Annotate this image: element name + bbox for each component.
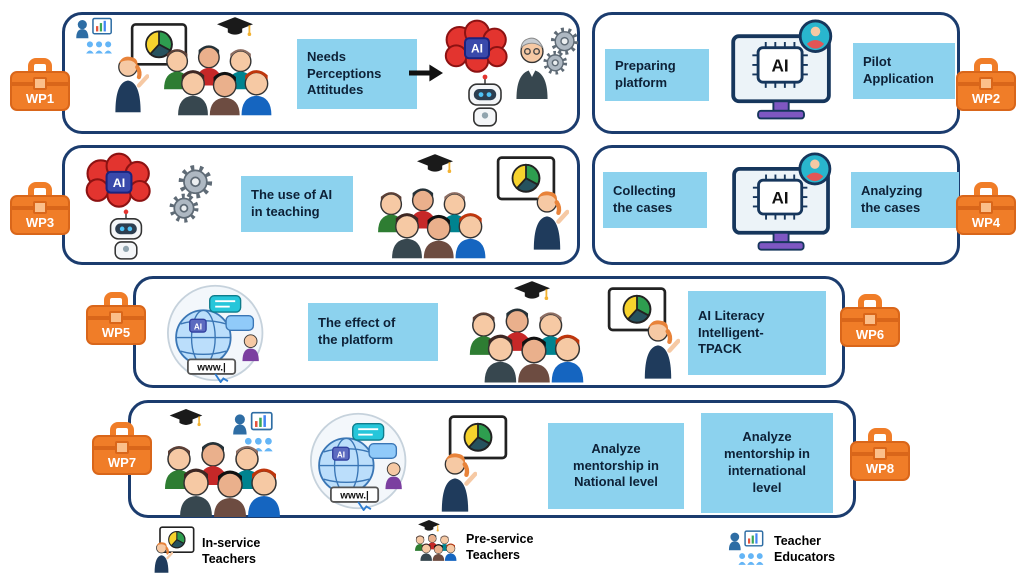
teachers-crowd-icon [151, 37, 291, 119]
briefcase-body: WP5 [86, 305, 146, 345]
briefcase-body: WP1 [10, 71, 70, 111]
presenter-icon [525, 188, 569, 250]
briefcase-handle [974, 58, 998, 71]
wp8-briefcase: WP8 [850, 428, 910, 481]
briefcase-handle [28, 58, 52, 71]
gears-icon [169, 164, 213, 226]
wp7-briefcase: WP7 [92, 422, 152, 475]
briefcase-body: WP3 [10, 195, 70, 235]
in-service-teachers-icon [153, 526, 195, 573]
teacher-educators-icon [728, 530, 765, 566]
robot-icon [101, 208, 151, 262]
panel-needs-assessment: Needs Perceptions Attitudes [62, 12, 580, 134]
briefcase-handle [858, 294, 882, 307]
briefcase-handle [110, 422, 134, 435]
panel-mentorship: Analyze mentorship in National level Ana… [128, 400, 856, 518]
pilot-application-box: Pilot Application [853, 43, 955, 99]
graduation-cap-icon [514, 281, 550, 301]
wp4-briefcase: WP4 [956, 182, 1016, 235]
wp8-label: WP8 [865, 461, 895, 476]
briefcase-body: WP6 [840, 307, 900, 347]
ai-computer-icon [719, 152, 845, 260]
preparing-platform-box: Preparing platform [605, 49, 709, 101]
robot-icon [461, 73, 509, 129]
briefcase-handle [868, 428, 892, 441]
collecting-cases-box: Collecting the cases [603, 172, 707, 228]
panel-ai-in-teaching: The use of AI in teaching [62, 145, 580, 265]
mentorship-national-box: Analyze mentorship in National level [548, 423, 684, 509]
use-of-ai-in-teaching-box: The use of AI in teaching [241, 176, 353, 232]
wp1-label: WP1 [25, 91, 55, 106]
wp3-label: WP3 [25, 215, 55, 230]
legend-pre-service-label: Pre-service Teachers [466, 532, 534, 562]
teachers-crowd-icon [365, 180, 505, 262]
globe-chat-platform-icon [303, 411, 417, 511]
briefcase-handle [104, 292, 128, 305]
graduation-cap-icon [217, 17, 253, 37]
wp2-label: WP2 [971, 91, 1001, 106]
wp7-label: WP7 [107, 455, 137, 470]
panel-platform-pilot: Preparing platform Pilot Application [592, 12, 960, 134]
effect-of-platform-box: The effect of the platform [308, 303, 438, 361]
briefcase-body: WP7 [92, 435, 152, 475]
graduation-cap-icon [417, 154, 453, 174]
gears-icon [543, 23, 579, 81]
panel-cases: Collecting the cases Analyzing the cases [592, 145, 960, 265]
mentorship-international-box: Analyze mentorship in international leve… [701, 413, 833, 513]
legend-in-service-label: In-service Teachers [202, 536, 261, 566]
wp1-briefcase: WP1 [10, 58, 70, 111]
wp2-briefcase: WP2 [956, 58, 1016, 111]
analyzing-cases-box: Analyzing the cases [851, 172, 959, 228]
briefcase-body: WP4 [956, 195, 1016, 235]
mini-meeting-icon [73, 17, 119, 55]
ai-literacy-tpack-box: AI Literacy Intelligent- TPACK [688, 291, 826, 375]
presenter-icon [107, 53, 149, 113]
wp4-label: WP4 [971, 215, 1001, 230]
presenter-icon [433, 449, 477, 513]
graduation-cap-icon [169, 409, 203, 427]
wp5-label: WP5 [101, 325, 131, 340]
wp5-briefcase: WP5 [86, 292, 146, 345]
teachers-crowd-icon [151, 437, 301, 517]
panel-platform-effect: The effect of the platform AI Literacy I… [133, 276, 845, 388]
wp3-briefcase: WP3 [10, 182, 70, 235]
globe-chat-platform-icon [160, 283, 274, 383]
teachers-crowd-icon [456, 301, 604, 385]
briefcase-handle [28, 182, 52, 195]
pre-service-teachers-icon [414, 520, 457, 561]
briefcase-body: WP2 [956, 71, 1016, 111]
needs-perceptions-attitudes-box: Needs Perceptions Attitudes [297, 39, 417, 109]
wp6-label: WP6 [855, 327, 885, 342]
wp6-briefcase: WP6 [840, 294, 900, 347]
ai-brain-icon [75, 152, 163, 210]
presenter-icon [636, 317, 680, 379]
legend-teacher-educators-label: Teacher Educators [774, 534, 836, 564]
ai-computer-icon [719, 19, 845, 129]
ai-brain-icon [437, 19, 517, 75]
briefcase-handle [974, 182, 998, 195]
briefcase-body: WP8 [850, 441, 910, 481]
